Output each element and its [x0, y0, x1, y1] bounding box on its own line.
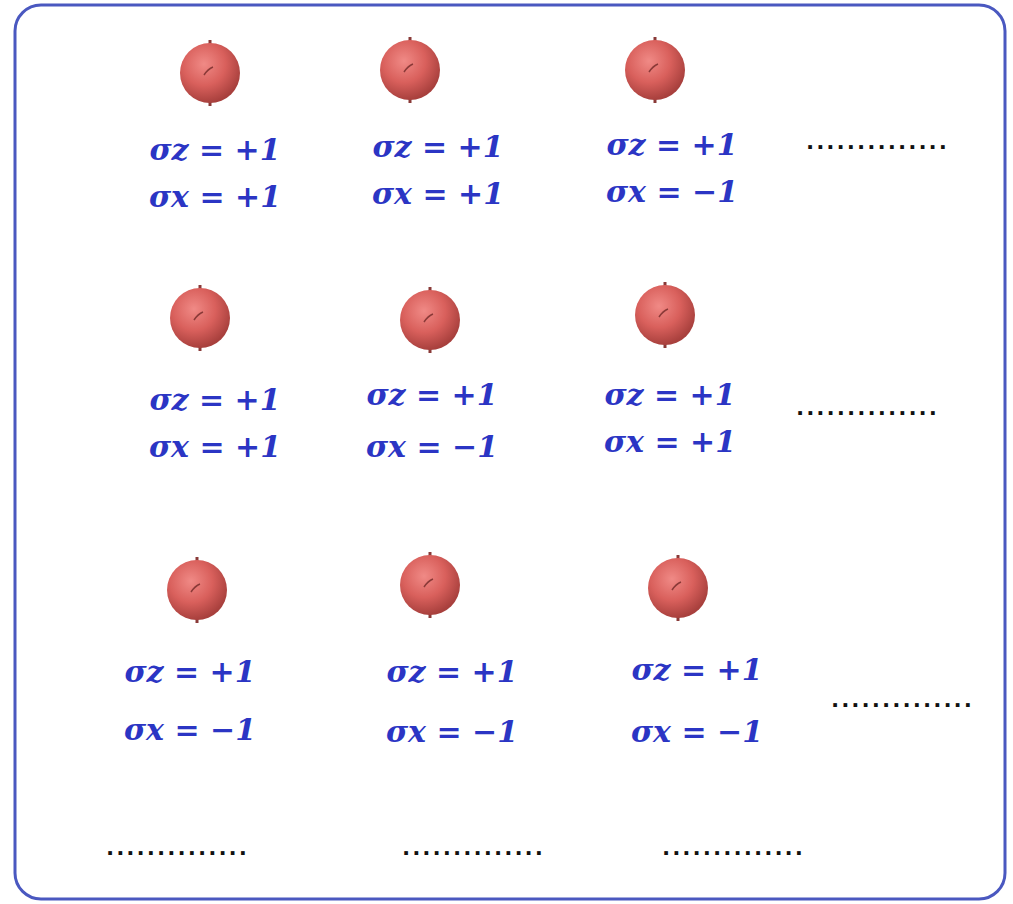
- spin-value: σx = +1: [372, 177, 504, 212]
- spin-value: σz = +1: [606, 128, 737, 163]
- sphere-mark: [424, 314, 433, 322]
- spin-sphere: [180, 40, 240, 106]
- ellipsis: ..............: [831, 685, 974, 711]
- spin-value: σx = −1: [631, 715, 763, 750]
- sphere-body: [400, 290, 460, 350]
- spin-sphere: [170, 285, 230, 351]
- spin-value: σz = +1: [124, 655, 255, 690]
- spin-sphere: [400, 287, 460, 353]
- spheres: [167, 37, 708, 623]
- spin-sphere: [625, 37, 685, 103]
- sphere-mark: [424, 579, 433, 587]
- spin-value: σz = +1: [366, 378, 497, 413]
- sphere-mark: [659, 309, 668, 317]
- sphere-body: [170, 288, 230, 348]
- spin-sphere: [635, 282, 695, 348]
- spin-value: σz = +1: [149, 133, 280, 168]
- spin-value: σx = −1: [386, 715, 518, 750]
- ellipsis: ..............: [402, 833, 545, 859]
- sphere-body: [625, 40, 685, 100]
- spin-sphere: [167, 557, 227, 623]
- sphere-body: [635, 285, 695, 345]
- spin-value: σz = +1: [604, 378, 735, 413]
- sphere-mark: [194, 312, 203, 320]
- sphere-body: [180, 43, 240, 103]
- sphere-body: [400, 555, 460, 615]
- sphere-mark: [672, 582, 681, 590]
- spin-value: σz = +1: [631, 653, 762, 688]
- ellipsis: ..............: [806, 127, 949, 153]
- sphere-body: [167, 560, 227, 620]
- spin-sphere: [400, 552, 460, 618]
- ellipsis: ..............: [662, 833, 805, 859]
- spin-value: σx = −1: [124, 713, 256, 748]
- ellipsis: ..............: [796, 393, 939, 419]
- spin-sphere: [380, 37, 440, 103]
- sphere-mark: [204, 67, 213, 75]
- ellipsis: ..............: [106, 833, 249, 859]
- spin-value: σx = −1: [366, 430, 498, 465]
- spin-value: σz = +1: [386, 655, 517, 690]
- sphere-mark: [191, 584, 200, 592]
- spin-value: σx = +1: [149, 430, 281, 465]
- spin-value: σx = +1: [149, 180, 281, 215]
- sphere-mark: [404, 64, 413, 72]
- spin-value: σx = +1: [604, 425, 736, 460]
- sphere-body: [648, 558, 708, 618]
- sphere-mark: [649, 64, 658, 72]
- spin-value: σz = +1: [149, 383, 280, 418]
- spin-value: σx = −1: [606, 175, 738, 210]
- spin-sphere: [648, 555, 708, 621]
- spin-value: σz = +1: [372, 130, 503, 165]
- frame: [15, 5, 1005, 899]
- sphere-body: [380, 40, 440, 100]
